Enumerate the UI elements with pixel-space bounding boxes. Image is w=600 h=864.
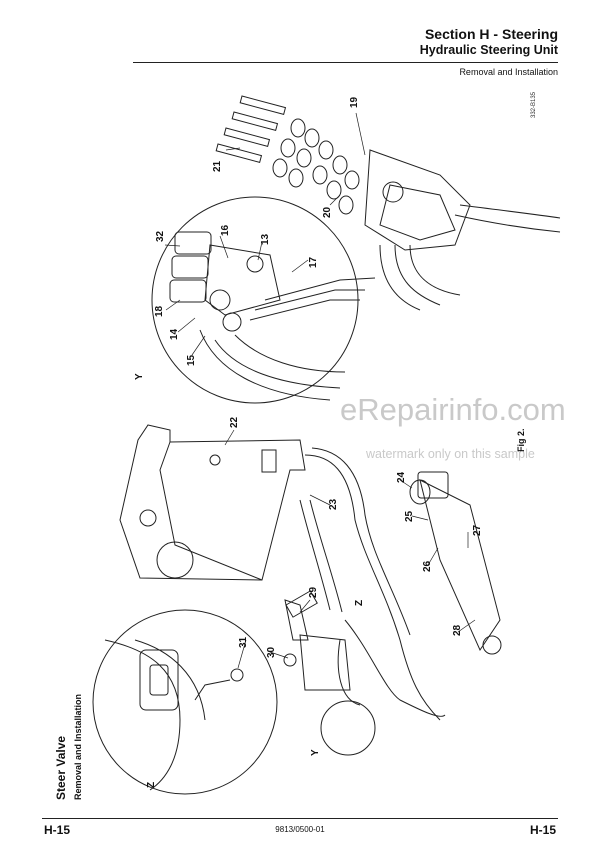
watermark-note: watermark only on this sample bbox=[366, 447, 535, 461]
steer-valve bbox=[299, 634, 351, 691]
footer-rule bbox=[42, 818, 558, 819]
view-label-z2: Z bbox=[146, 782, 157, 788]
callout-26: 26 bbox=[422, 560, 433, 572]
hydraulic-tank bbox=[119, 424, 306, 581]
callout-18: 18 bbox=[154, 305, 165, 317]
detail-circle-y bbox=[151, 196, 359, 404]
callout-21: 21 bbox=[212, 160, 223, 172]
view-label-z1: Z bbox=[354, 600, 365, 606]
page-number-right: H-15 bbox=[529, 823, 556, 837]
callout-17: 17 bbox=[308, 256, 319, 268]
detail-circle-y2 bbox=[320, 700, 376, 756]
hose-a bbox=[199, 329, 331, 401]
view-label-y1: Y bbox=[134, 373, 145, 380]
callout-23: 23 bbox=[328, 498, 339, 510]
washers bbox=[272, 118, 360, 215]
callout-22: 22 bbox=[229, 416, 240, 428]
document-number: 9813/0500-01 bbox=[275, 825, 325, 834]
callout-25: 25 bbox=[404, 510, 415, 522]
steer-cylinder bbox=[419, 479, 501, 652]
callout-27: 27 bbox=[472, 524, 483, 536]
callout-30: 30 bbox=[266, 646, 277, 658]
callout-31: 31 bbox=[238, 636, 249, 648]
page-number-left: H-15 bbox=[44, 823, 71, 837]
callout-28: 28 bbox=[452, 624, 463, 636]
callout-29: 29 bbox=[308, 586, 319, 598]
bolts bbox=[215, 95, 287, 164]
callout-32: 32 bbox=[155, 230, 166, 242]
callout-13: 13 bbox=[260, 233, 271, 245]
callout-20: 20 bbox=[322, 206, 333, 218]
fittings-detail bbox=[169, 231, 281, 332]
callout-24: 24 bbox=[396, 471, 407, 483]
tank-cover bbox=[156, 541, 194, 579]
section-subtitle: Hydraulic Steering Unit bbox=[419, 43, 558, 57]
detail-circle-z bbox=[92, 609, 278, 795]
steering-unit-body bbox=[364, 149, 471, 251]
figure-ref: 332-B135 bbox=[531, 91, 537, 118]
section-title: Section H - Steering bbox=[424, 26, 558, 42]
subsection-label: Removal and Installation bbox=[459, 67, 558, 77]
callout-16: 16 bbox=[220, 224, 231, 236]
view-label-y2: Y bbox=[310, 749, 321, 756]
figure-caption: Fig 2. bbox=[516, 428, 526, 452]
pipe-23 bbox=[304, 454, 441, 721]
clamp-block bbox=[139, 649, 179, 711]
callout-15: 15 bbox=[186, 354, 197, 366]
callout-14: 14 bbox=[169, 328, 180, 340]
callout-19: 19 bbox=[349, 96, 360, 108]
watermark-brand: eRepairinfo.com bbox=[340, 392, 566, 427]
header-rule bbox=[133, 62, 558, 63]
